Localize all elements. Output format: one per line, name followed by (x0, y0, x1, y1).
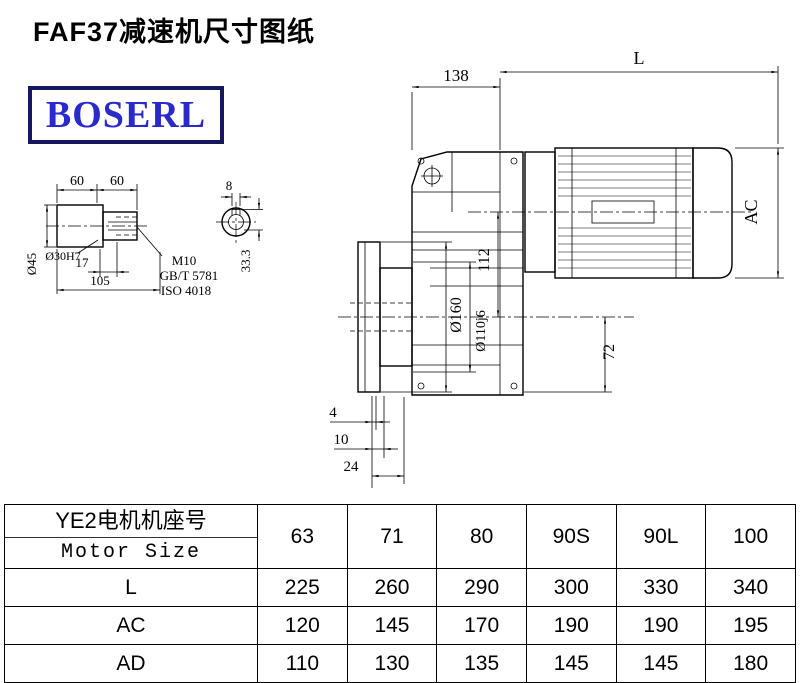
table-cell: 170 (436, 606, 527, 645)
table-cell: 120 (257, 606, 348, 645)
table-cell: 145 (346, 606, 438, 645)
table-header-cell: YE2电机机座号 Motor Size (4, 504, 258, 569)
table-row-AD: AD 110 130 135 145 145 180 (4, 644, 796, 683)
table-row-L: L 225 260 290 300 330 340 (4, 568, 796, 607)
thread-spec: M10 (172, 253, 197, 268)
dim-L: L (634, 48, 645, 68)
dim-60-left: 60 (70, 174, 84, 189)
dim-10: 10 (334, 432, 349, 448)
dim-8: 8 (226, 178, 233, 193)
table-cell: 190 (615, 606, 707, 645)
motor-size-90l: 90L (615, 504, 707, 569)
motor (524, 147, 733, 279)
table-cell: 260 (346, 568, 438, 607)
shaft-section-view: 8 33.3 (216, 178, 263, 272)
dim-diameter-45: Ø45 (24, 253, 39, 275)
table-cell: 145 (615, 644, 707, 683)
motor-size-90s: 90S (525, 504, 617, 569)
fan-cowl (692, 147, 733, 279)
table-cell: 195 (705, 606, 796, 645)
table-cell: 110 (257, 644, 348, 683)
dim-17: 17 (76, 255, 90, 270)
motor-size-100: 100 (705, 504, 796, 569)
shaft-detail-view: 60 60 Ø45 Ø30H7 17 105 M10 GB/T 5781 ISO… (24, 174, 218, 298)
dim-diameter-110j6: Ø110j6 (474, 310, 489, 351)
dim-33-3: 33.3 (238, 250, 253, 273)
dim-72: 72 (601, 344, 618, 360)
table-cell: 290 (436, 568, 527, 607)
standard-iso: ISO 4018 (161, 283, 211, 298)
row-label-AC: AC (4, 606, 258, 645)
gearbox-housing (411, 151, 524, 396)
standard-gbt: GB/T 5781 (160, 268, 219, 283)
table-cell: 180 (705, 644, 796, 683)
table-cell: 225 (257, 568, 348, 607)
row-label-AD: AD (4, 644, 258, 683)
table-cell: 135 (436, 644, 527, 683)
dim-diameter-160: Ø160 (448, 297, 465, 333)
table-cell: 145 (525, 644, 617, 683)
dim-24: 24 (344, 459, 360, 475)
table-cell: 130 (346, 644, 438, 683)
dim-60-right: 60 (110, 174, 124, 189)
table-header-en: Motor Size (60, 541, 202, 564)
table-cell: 330 (615, 568, 707, 607)
dim-105: 105 (90, 273, 110, 288)
technical-drawing: 60 60 Ø45 Ø30H7 17 105 M10 GB/T 5781 ISO… (24, 48, 784, 488)
table-cell: 300 (525, 568, 617, 607)
table-row-AC: AC 120 145 170 190 190 195 (4, 606, 796, 645)
dim-138: 138 (443, 66, 469, 85)
motor-size-80: 80 (436, 504, 527, 569)
page-title: FAF37减速机尺寸图纸 (33, 17, 316, 47)
output-flange (350, 241, 413, 393)
dim-4: 4 (329, 405, 337, 421)
table-header-row: YE2电机机座号 Motor Size 63 71 80 90S 90L 100 (4, 504, 796, 569)
main-assembly-view: 138 L AC Ø160 Ø110j6 112 72 (329, 48, 784, 488)
table-cell: 340 (705, 568, 796, 607)
boserl-logo: BOSERL (28, 86, 224, 144)
dim-AC: AC (741, 199, 761, 224)
dim-diameter-30h7: Ø30H7 (45, 249, 80, 263)
row-label-L: L (4, 568, 258, 607)
motor-nameplate (591, 200, 655, 224)
logo-text: BOSERL (45, 94, 207, 136)
motor-size-71: 71 (346, 504, 438, 569)
table-cell: 190 (525, 606, 617, 645)
table-header-cn: YE2电机机座号 (5, 505, 257, 538)
motor-size-63: 63 (257, 504, 348, 569)
dim-112: 112 (476, 248, 493, 271)
dimension-table: YE2电机机座号 Motor Size 63 71 80 90S 90L 100… (4, 504, 796, 683)
